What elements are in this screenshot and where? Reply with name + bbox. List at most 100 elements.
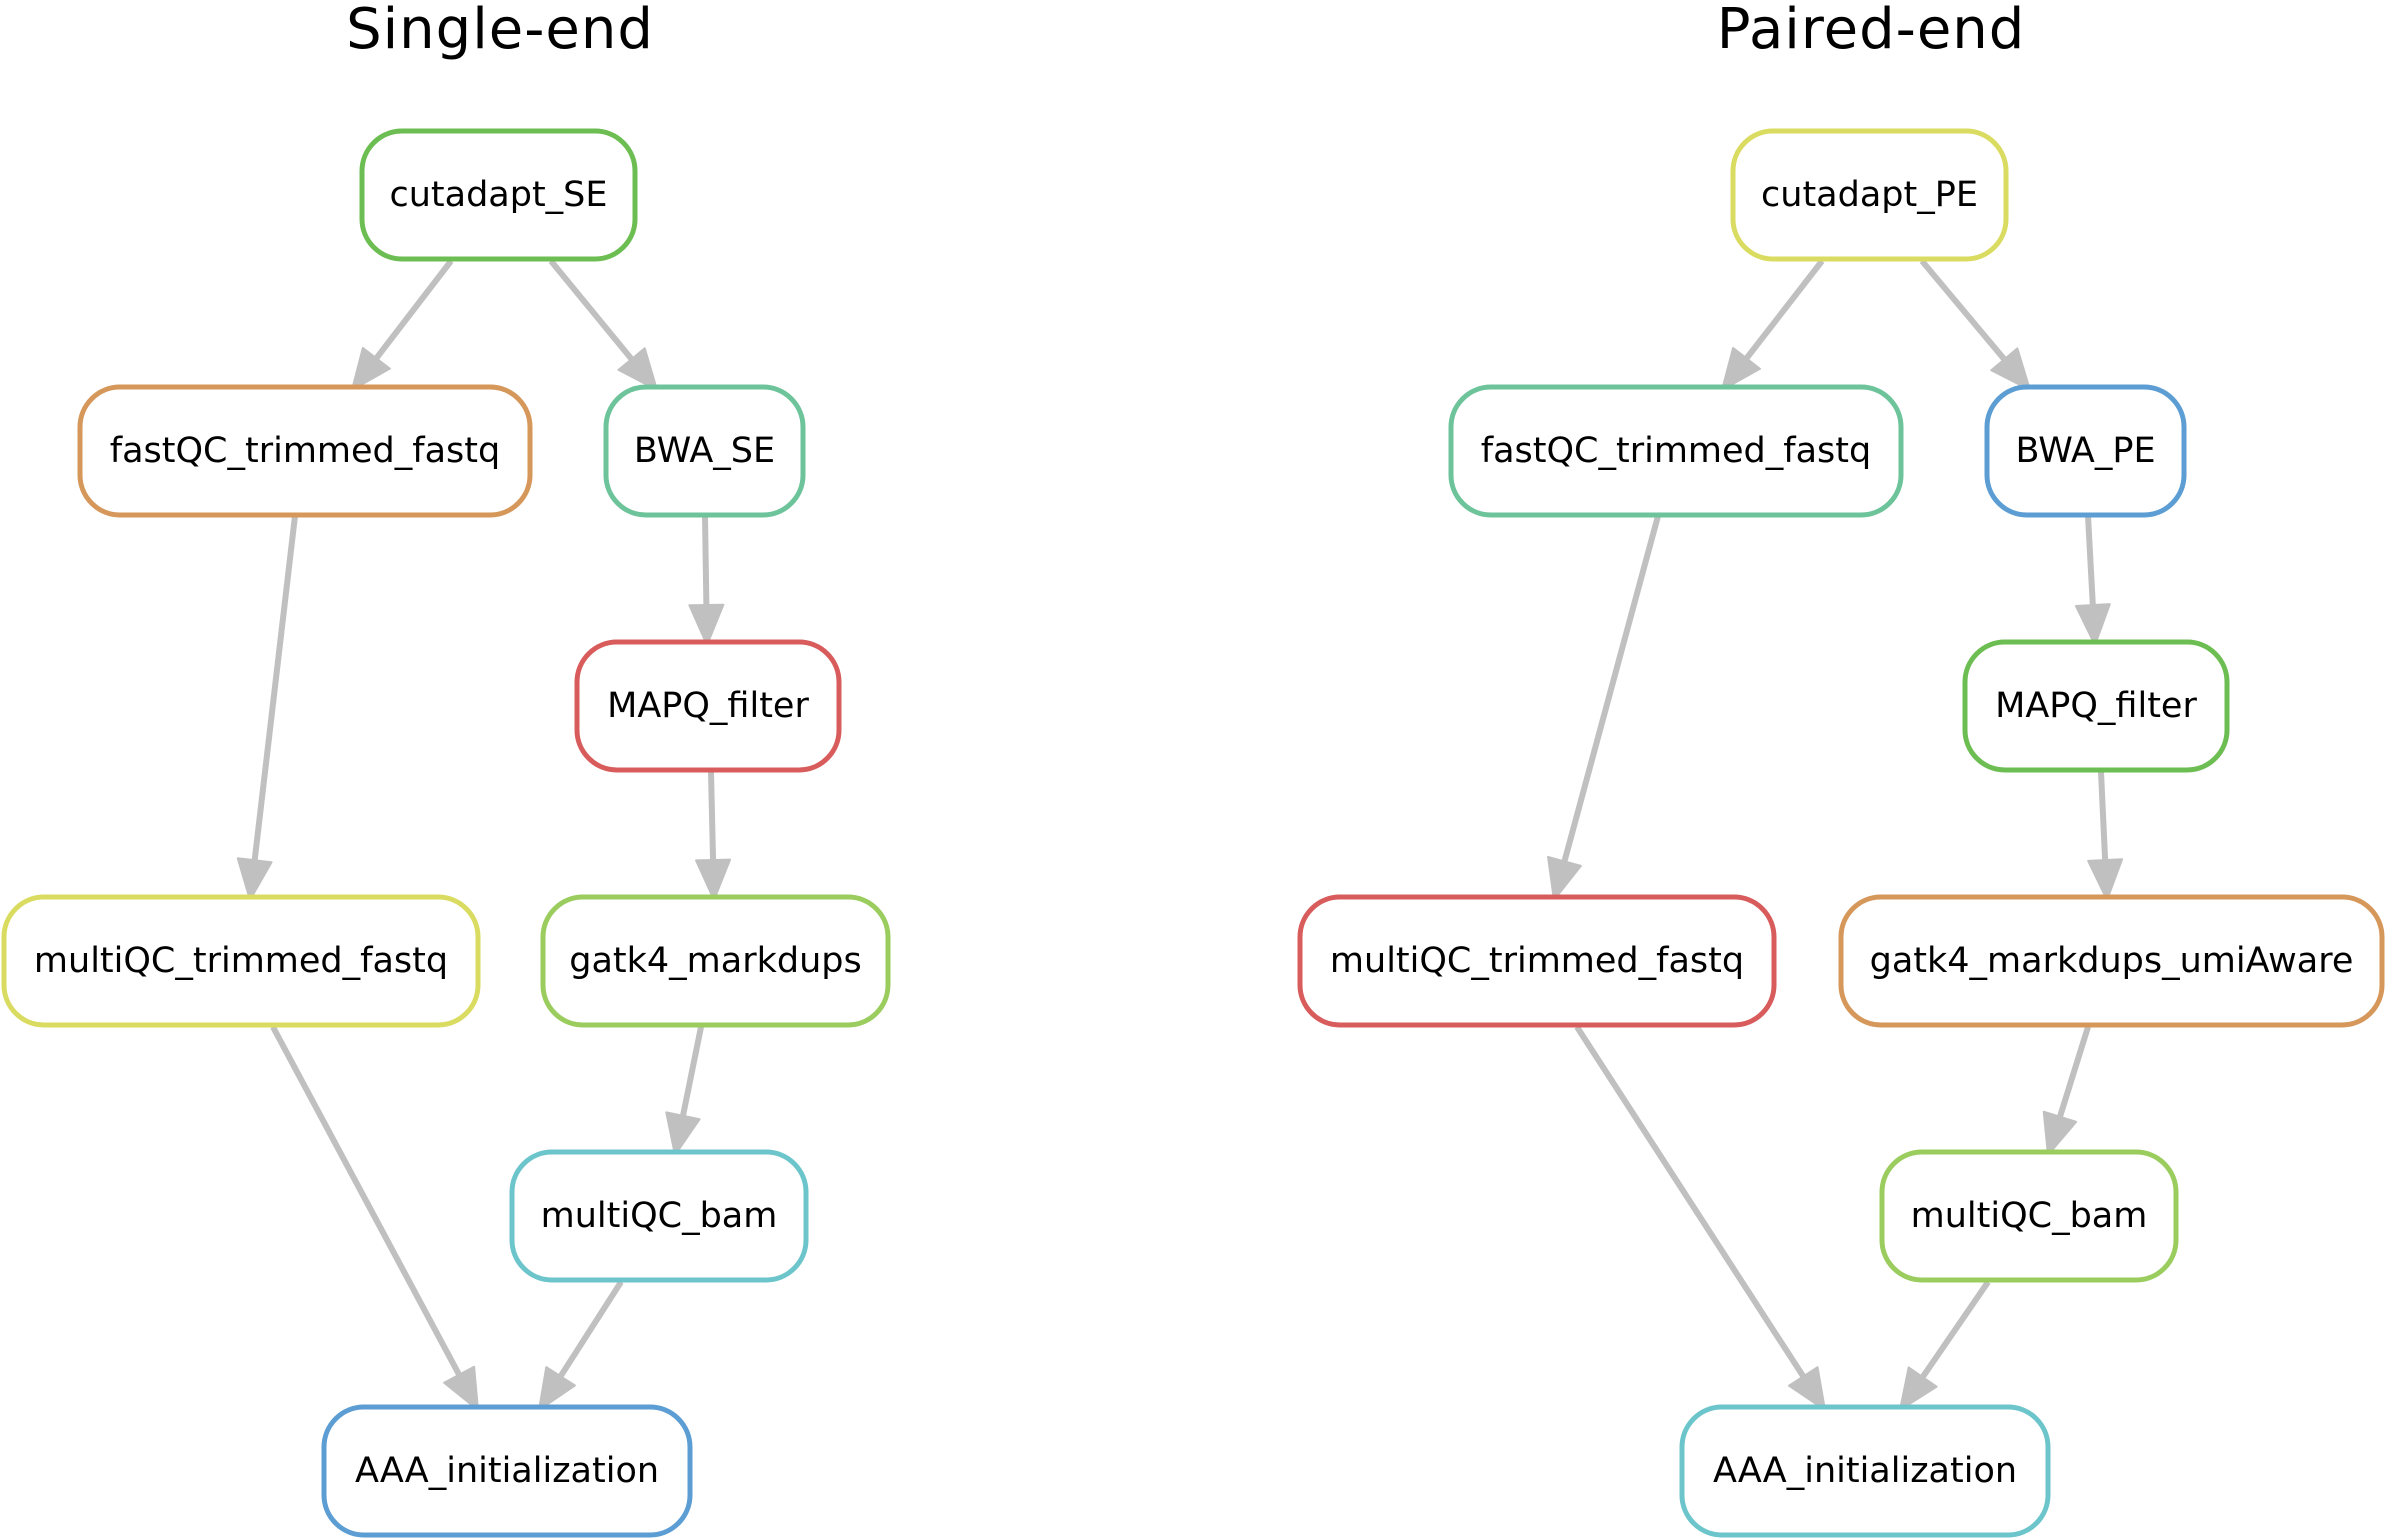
edge-pe_multiqc_bam-to-pe_init: [1899, 1280, 1991, 1411]
node-box: [1297, 894, 1777, 1028]
node-box: [1679, 1404, 2051, 1538]
arrow-head: [1990, 347, 2031, 391]
node-pe-fastqc: fastQC_trimmed_fastq: [1448, 384, 1904, 518]
node-se-fastqc: fastQC_trimmed_fastq: [77, 384, 533, 518]
node-label: AAA_initialization: [1713, 1451, 2017, 1491]
arrow-head: [351, 346, 391, 391]
edge-line: [2057, 1026, 2091, 1118]
edge-line: [2098, 771, 2109, 861]
node-se-bwa: BWA_SE: [603, 384, 806, 518]
node-box: [509, 1149, 809, 1283]
edge-pe_cutadapt-to-pe_bwa: [1919, 259, 2031, 391]
node-label: cutadapt_SE: [389, 175, 607, 215]
panel-paired-end: Paired-end cutadapt_PE fastQC_trimmed_fas…: [1297, 0, 2385, 1538]
node-box: [321, 1404, 693, 1538]
arrow-head: [1787, 1366, 1826, 1411]
node-label: multiQC_trimmed_fastq: [1330, 941, 1744, 981]
node-box: [1730, 128, 2009, 262]
node-label: MAPQ_filter: [1995, 686, 2197, 726]
edge-se_fastqc-to-se_multiqc_fastq: [236, 515, 298, 901]
edge-line: [708, 771, 717, 861]
edge-pe_mapq-to-pe_markdups: [2087, 771, 2124, 901]
node-box: [1962, 639, 2230, 773]
edge-pe_markdups-to-pe_multiqc_bam: [2042, 1026, 2091, 1156]
arrow-head: [1899, 1366, 1938, 1411]
edge-line: [1574, 1025, 1806, 1379]
arrow-head: [443, 1365, 479, 1411]
node-pe-init: AAA_initialization: [1679, 1404, 2051, 1538]
edge-se_mapq-to-se_markdups: [695, 771, 732, 901]
node-pe-bwa: BWA_PE: [1984, 384, 2187, 518]
arrow-head: [236, 857, 273, 901]
edge-se_multiqc_bam-to-se_init: [538, 1280, 624, 1411]
arrow-head: [2074, 603, 2111, 646]
edge-se_markdups-to-se_multiqc_bam: [665, 1026, 704, 1156]
node-label: BWA_SE: [634, 431, 775, 471]
edge-se_cutadapt-to-se_fastqc: [351, 259, 454, 391]
node-pe-markdups: gatk4_markdups_umiAware: [1838, 894, 2385, 1028]
edge-line: [373, 259, 454, 361]
edge-line: [702, 515, 710, 606]
edge-line: [1920, 1280, 1991, 1379]
panel-title-paired-end: Paired-end: [1717, 0, 2026, 62]
node-pe-mapq: MAPQ_filter: [1962, 639, 2230, 773]
edges-paired-end: [1547, 259, 2124, 1411]
node-box: [77, 384, 533, 518]
node-label: gatk4_markdups_umiAware: [1870, 941, 2354, 981]
node-pe-multiqc-bam: multiQC_bam: [1879, 1149, 2179, 1283]
node-label: gatk4_markdups: [569, 941, 861, 981]
node-se-init: AAA_initialization: [321, 1404, 693, 1538]
edge-line: [1744, 259, 1825, 361]
node-se-multiqc-bam: multiQC_bam: [509, 1149, 809, 1283]
arrow-head: [665, 1111, 701, 1156]
edge-se_multiqc_fastq-to-se_init: [270, 1025, 479, 1411]
edge-line: [680, 1026, 704, 1117]
node-label: multiQC_trimmed_fastq: [34, 941, 448, 981]
node-label: multiQC_bam: [541, 1196, 778, 1236]
arrow-head: [688, 603, 725, 646]
node-box: [540, 894, 891, 1028]
node-se-cutadapt: cutadapt_SE: [359, 128, 638, 262]
edge-line: [2085, 515, 2096, 606]
node-se-markdups: gatk4_markdups: [540, 894, 891, 1028]
node-box: [1, 894, 481, 1028]
node-se-multiqc-fastq: multiQC_trimmed_fastq: [1, 894, 481, 1028]
node-label: BWA_PE: [2015, 431, 2155, 471]
node-label: cutadapt_PE: [1761, 175, 1978, 215]
panel-single-end: Single-end cutadapt_SEfastQC_trimmed_fas…: [1, 0, 891, 1538]
node-label: multiQC_bam: [1911, 1196, 2148, 1236]
node-label: fastQC_trimmed_fastq: [1481, 431, 1871, 471]
edge-pe_cutadapt-to-pe_fastqc: [1721, 259, 1825, 391]
edge-line: [251, 515, 298, 861]
node-box: [1879, 1149, 2179, 1283]
arrow-head: [538, 1366, 576, 1411]
node-box: [603, 384, 806, 518]
edge-pe_bwa-to-pe_mapq: [2074, 515, 2111, 646]
edge-line: [1561, 515, 1661, 863]
edge-se_bwa-to-se_mapq: [688, 515, 725, 646]
node-label: AAA_initialization: [355, 1451, 659, 1491]
edge-pe_fastqc-to-pe_multiqc_fastq: [1547, 515, 1661, 901]
edges-single-end: [236, 259, 732, 1411]
edge-line: [1919, 259, 2007, 362]
node-se-mapq: MAPQ_filter: [574, 639, 842, 773]
node-box: [1984, 384, 2187, 518]
arrow-head: [2042, 1110, 2078, 1156]
node-box: [1838, 894, 2385, 1028]
nodes-paired-end: cutadapt_PE fastQC_trimmed_fastq BWA_PE MAP…: [1297, 128, 2385, 1538]
nodes-single-end: cutadapt_SE fastQC_trimmed_fastq BWA_SE MAP…: [1, 128, 891, 1538]
node-pe-cutadapt: cutadapt_PE: [1730, 128, 2009, 262]
node-box: [1448, 384, 1904, 518]
node-box: [359, 128, 638, 262]
node-pe-multiqc-fastq: multiQC_trimmed_fastq: [1297, 894, 1777, 1028]
edge-pe_multiqc_fastq-to-pe_init: [1574, 1025, 1826, 1411]
arrow-head: [617, 347, 658, 391]
node-label: MAPQ_filter: [607, 686, 809, 726]
arrow-head: [2087, 858, 2124, 901]
edge-line: [548, 259, 634, 361]
arrow-head: [1721, 346, 1761, 391]
edge-se_cutadapt-to-se_bwa: [548, 259, 658, 391]
node-label: fastQC_trimmed_fastq: [110, 431, 500, 471]
arrow-head: [695, 858, 732, 901]
